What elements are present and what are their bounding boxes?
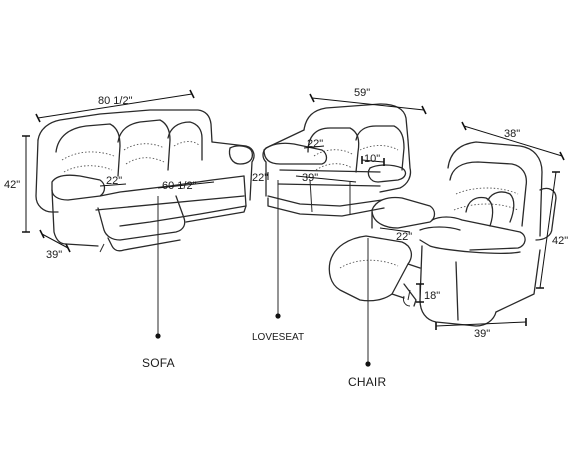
chair-depth-label: 39" bbox=[474, 328, 490, 340]
loveseat-name-label: LOVESEAT bbox=[252, 332, 304, 343]
sofa-depth-label: 39" bbox=[46, 249, 62, 261]
chair-height-label: 42" bbox=[552, 235, 568, 247]
chair-drawing bbox=[328, 141, 557, 327]
loveseat-seat-depth-label: 10" bbox=[364, 153, 380, 165]
loveseat-seat-width-label: 39" bbox=[302, 172, 318, 184]
chair-footrest-label: 18" bbox=[424, 290, 440, 302]
chair-width-label: 38" bbox=[504, 128, 520, 140]
sofa-name-label: SOFA bbox=[142, 356, 175, 370]
loveseat-arm-height-label: 22" bbox=[252, 172, 268, 184]
loveseat-width-label: 59" bbox=[354, 87, 370, 99]
loveseat-drawing bbox=[262, 103, 412, 217]
chair-labels: 38" 42" 39" 22" 18" CHAIR bbox=[348, 128, 568, 389]
loveseat-dimensions bbox=[267, 93, 427, 319]
chair-dimensions bbox=[365, 121, 565, 367]
sofa-width-label: 80 1/2" bbox=[98, 95, 133, 107]
sofa-pointer-dot bbox=[155, 333, 161, 339]
sofa-height-label: 42" bbox=[4, 179, 20, 191]
sofa-drawing bbox=[35, 109, 255, 253]
sofa-labels: 80 1/2" 42" 39" 22" 60 1/2" SOFA bbox=[4, 95, 197, 370]
chair-seat-height-label: 22" bbox=[396, 231, 412, 243]
sofa-arm-gap-label: 22" bbox=[106, 175, 122, 187]
loveseat-pointer-dot bbox=[275, 313, 281, 319]
chair-pointer-dot bbox=[365, 361, 371, 367]
loveseat-back-height-label: 22" bbox=[307, 138, 323, 150]
sofa-dimensions bbox=[22, 89, 215, 339]
chair-name-label: CHAIR bbox=[348, 375, 386, 389]
sofa-seat-width-label: 60 1/2" bbox=[162, 180, 197, 192]
loveseat-labels: 59" 22" 10" 22" 39" LOVESEAT bbox=[252, 87, 380, 343]
